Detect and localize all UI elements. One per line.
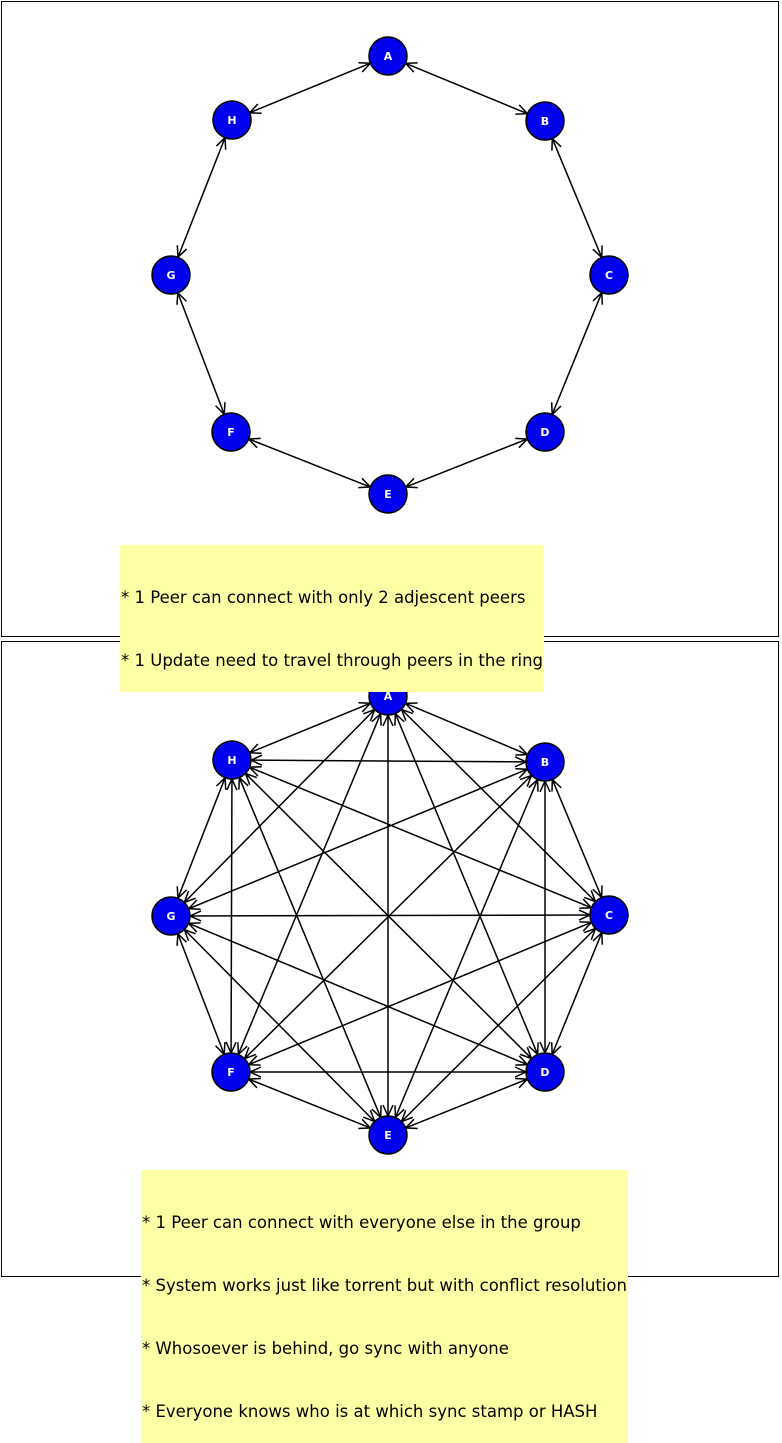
edge-C-F — [248, 921, 592, 1066]
node-circle — [151, 255, 191, 295]
mesh-node-f: F — [211, 1052, 251, 1092]
edge-E-G — [183, 928, 376, 1123]
edge-B-G — [188, 768, 528, 910]
ring-note-line: * 1 Peer can connect with only 2 adjesce… — [121, 588, 526, 607]
node-circle — [211, 1052, 251, 1092]
edge-F-G — [177, 292, 225, 415]
edge-E-H — [238, 777, 382, 1118]
edge-A-H — [249, 702, 371, 754]
ring-node-h: H — [212, 100, 252, 140]
edge-B-E — [394, 779, 539, 1118]
edge-B-F — [243, 774, 533, 1060]
edge-A-G — [183, 709, 376, 903]
mesh-notes: * 1 Peer can connect with everyone else … — [141, 1170, 628, 1443]
ring-node-g: G — [151, 255, 191, 295]
node-label: E — [384, 1129, 392, 1142]
edge-A-B — [405, 62, 528, 115]
mesh-node-b: B — [525, 742, 565, 782]
edge-G-H — [177, 777, 226, 899]
node-label: H — [227, 114, 236, 127]
mesh-node-g: G — [151, 896, 191, 936]
edge-D-G — [188, 922, 528, 1066]
edge-C-D — [551, 292, 603, 415]
mesh-node-e: E — [368, 1115, 408, 1155]
mesh-note-line: * Everyone knows who is at which sync st… — [142, 1402, 598, 1421]
node-circle — [211, 412, 251, 452]
node-circle — [525, 1052, 565, 1092]
ring-node-b: B — [525, 101, 565, 141]
edge-B-C — [551, 138, 603, 258]
node-circle — [589, 255, 629, 295]
edge-E-F — [248, 438, 371, 488]
edge-E-F — [248, 1078, 371, 1129]
mesh-note-line: * System works just like torrent but wit… — [142, 1276, 627, 1295]
node-circle — [368, 36, 408, 76]
ring-note-line: * 1 Update need to travel through peers … — [121, 651, 544, 670]
node-label: C — [605, 909, 613, 922]
node-label: C — [605, 269, 613, 282]
ring-topology-panel — [1, 1, 779, 637]
node-label: D — [540, 1066, 549, 1079]
node-circle — [368, 1115, 408, 1155]
ring-topology-graph: A B C D E F G H — [151, 36, 629, 514]
edge-A-F — [237, 713, 382, 1055]
edge-C-H — [249, 766, 592, 909]
node-circle — [525, 742, 565, 782]
mesh-note-line: * 1 Peer can connect with everyone else … — [142, 1213, 581, 1232]
edge-B-C — [551, 779, 603, 898]
ring-node-a: A — [368, 36, 408, 76]
node-label: H — [227, 754, 236, 767]
ring-node-d: D — [525, 412, 565, 452]
ring-node-c: C — [589, 255, 629, 295]
node-label: E — [384, 488, 392, 501]
edge-D-E — [405, 438, 528, 488]
node-circle — [212, 740, 252, 780]
node-circle — [151, 896, 191, 936]
mesh-node-h: H — [212, 740, 252, 780]
mesh-topology-graph: A B C D E F G H — [151, 676, 629, 1155]
node-label: F — [227, 1066, 235, 1079]
edge-H-A — [249, 62, 371, 114]
edge-G-H — [177, 137, 226, 258]
edge-F-H — [230, 778, 233, 1054]
edge-A-D — [394, 713, 539, 1055]
mesh-node-c: C — [589, 895, 629, 935]
node-circle — [368, 474, 408, 514]
edge-C-G — [189, 914, 591, 917]
edge-D-E — [405, 1078, 528, 1129]
mesh-note-line: * Whosoever is behind, go sync with anyo… — [142, 1339, 509, 1358]
node-circle — [525, 101, 565, 141]
node-label: B — [541, 756, 549, 769]
edge-D-H — [244, 772, 533, 1060]
node-label: A — [384, 690, 393, 703]
edge-A-C — [400, 708, 597, 903]
edge-F-G — [177, 933, 225, 1055]
node-label: F — [227, 426, 235, 439]
node-circle — [589, 895, 629, 935]
ring-notes: * 1 Peer can connect with only 2 adjesce… — [120, 545, 545, 692]
node-label: B — [541, 115, 549, 128]
edge-B-H — [250, 759, 527, 763]
node-label: D — [540, 426, 549, 439]
node-label: G — [166, 269, 175, 282]
edge-A-B — [405, 702, 528, 756]
node-circle — [525, 412, 565, 452]
node-circle — [212, 100, 252, 140]
ring-node-f: F — [211, 412, 251, 452]
mesh-node-d: D — [525, 1052, 565, 1092]
node-label: G — [166, 910, 175, 923]
ring-node-e: E — [368, 474, 408, 514]
node-label: A — [384, 50, 393, 63]
edge-C-D — [551, 932, 603, 1055]
